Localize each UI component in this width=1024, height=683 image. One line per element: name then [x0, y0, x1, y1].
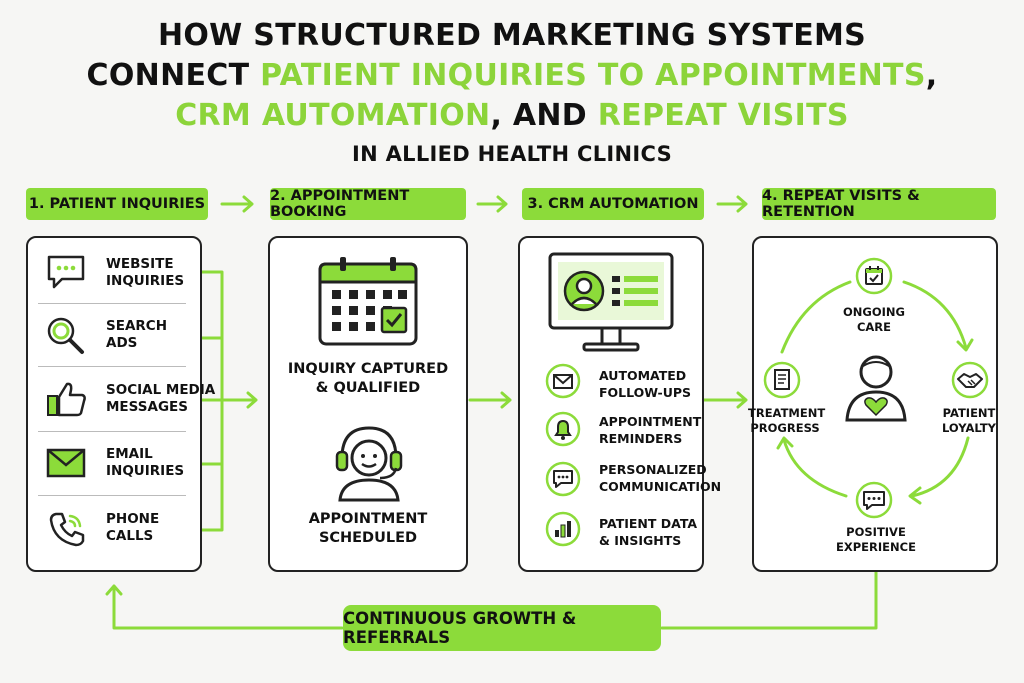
subtitle: IN ALLIED HEALTH CLINICS: [351, 142, 673, 166]
step-3-header: 3. CRM AUTOMATION: [522, 188, 704, 220]
divider: [38, 431, 186, 432]
calendar-icon: [318, 256, 418, 352]
crm-label-insights: PATIENT DATA& INSIGHTS: [599, 516, 698, 548]
continuous-growth-banner: CONTINUOUS GROWTH & REFERRALS: [343, 605, 661, 651]
divider: [38, 495, 186, 496]
monitor-icon: [548, 252, 674, 358]
divider: [38, 366, 186, 367]
handshake-icon: [951, 361, 989, 402]
appointment-booking-panel: [268, 236, 468, 572]
divider: [38, 303, 186, 304]
step-1-header: 1. PATIENT INQUIRIES: [26, 188, 208, 220]
step-2-header: 2. APPOINTMENT BOOKING: [270, 188, 466, 220]
bar-chart-icon: [545, 511, 581, 550]
agent-headset-icon: [334, 422, 404, 506]
chat-bubble-icon: [855, 481, 893, 522]
inquiry-captured-label: INQUIRY CAPTURED& QUALIFIED: [287, 361, 449, 396]
magnifier-icon: [46, 316, 86, 360]
step-4-header: 4. REPEAT VISITS & RETENTION: [762, 188, 996, 220]
phone-icon: [48, 510, 86, 552]
patient-heart-icon: [844, 352, 908, 426]
envelope-icon: [545, 363, 581, 402]
document-icon: [763, 361, 801, 402]
envelope-icon: [46, 448, 86, 482]
chat-bubble-icon: [46, 254, 86, 294]
title-line-3: CRM AUTOMATION, AND REPEAT VISITS: [175, 98, 849, 133]
bell-icon: [545, 411, 581, 450]
title-line-2: CONNECT PATIENT INQUIRIES TO APPOINTMENT…: [86, 58, 938, 93]
thumbs-up-icon: [46, 380, 88, 422]
chat-bubble-icon: [545, 461, 581, 500]
calendar-check-icon: [855, 257, 893, 298]
title-line-1: HOW STRUCTURED MARKETING SYSTEMS: [157, 18, 867, 53]
